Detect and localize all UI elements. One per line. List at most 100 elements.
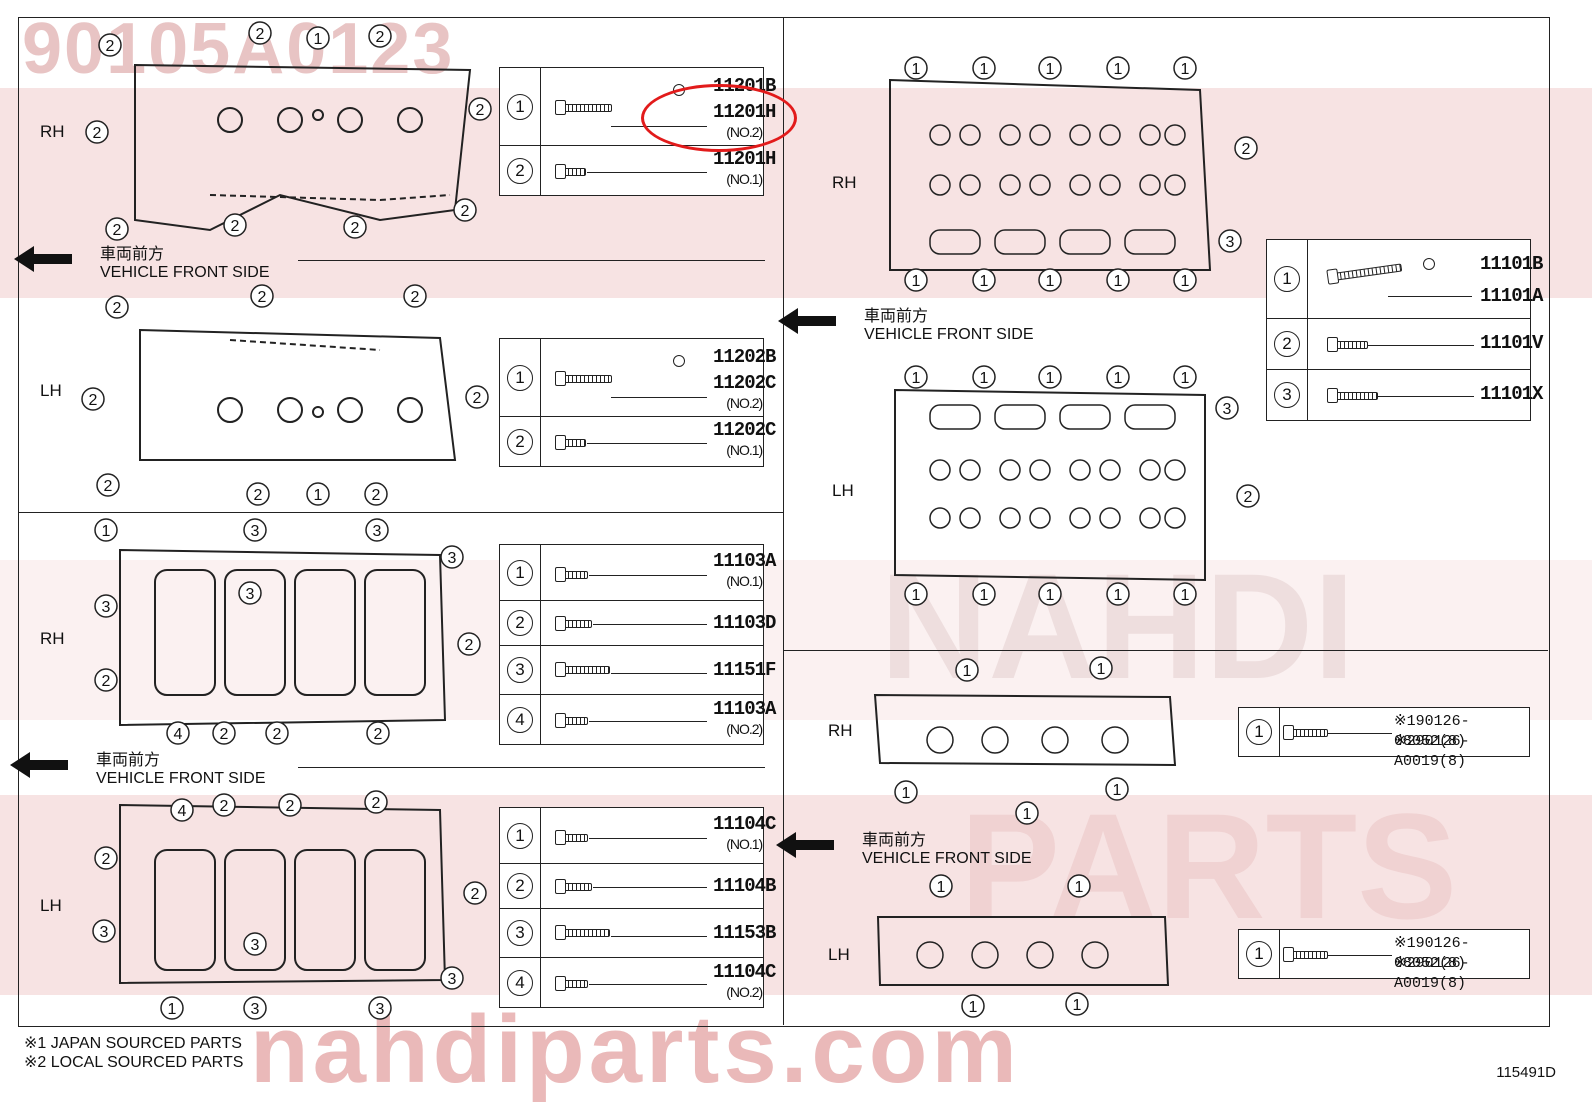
- vertical-divider: [783, 17, 784, 1025]
- leader-line: [589, 721, 707, 722]
- svg-text:2: 2: [465, 637, 474, 654]
- svg-text:2: 2: [89, 392, 98, 409]
- bolt-icon: [555, 616, 592, 631]
- leader-line: [611, 673, 707, 674]
- callout-number: 1: [1246, 719, 1272, 745]
- bolt-icon: [555, 976, 588, 991]
- callout-number: 1: [507, 822, 533, 849]
- bolt-icon: [555, 925, 610, 940]
- leader-line: [587, 172, 707, 173]
- part-number: 11103D: [713, 612, 776, 634]
- svg-text:1: 1: [980, 370, 989, 387]
- svg-text:1: 1: [1181, 273, 1190, 290]
- washer-icon: [673, 355, 685, 367]
- part-number: 11104C(NO.1): [713, 813, 776, 852]
- callout-number: 2: [507, 157, 533, 184]
- part-number: 11202C(NO.2): [713, 372, 776, 411]
- callout-number: 1: [1246, 941, 1272, 967]
- footnote-japan: ※1 JAPAN SOURCED PARTS: [24, 1035, 242, 1052]
- svg-text:1: 1: [912, 61, 921, 78]
- front-arrow-icon: [776, 832, 834, 858]
- svg-text:2: 2: [106, 38, 115, 55]
- footnote-local: ※2 LOCAL SOURCED PARTS: [24, 1054, 244, 1071]
- part-number: 11101X: [1480, 383, 1543, 405]
- leader-line: [589, 984, 707, 985]
- svg-text:4: 4: [178, 803, 187, 820]
- front-label-en: VEHICLE FRONT SIDE: [864, 326, 1034, 343]
- leader-line: [611, 397, 707, 398]
- svg-text:1: 1: [1046, 273, 1055, 290]
- bolt-icon: [555, 567, 588, 582]
- svg-text:2: 2: [220, 798, 229, 815]
- leader-line: [593, 624, 707, 625]
- head-cover-drawing: 2 1 2 2 2 2 2 2 2 2 2 2 2 2 2 2 2 1 2: [81, 21, 492, 506]
- part-number: 11104B: [713, 875, 776, 897]
- svg-text:1: 1: [1046, 370, 1055, 387]
- svg-text:1: 1: [1046, 61, 1055, 78]
- front-indicator-bottom-left: 車両前方 VEHICLE FRONT SIDE: [10, 752, 266, 788]
- footnotes: ※1 JAPAN SOURCED PARTS ※2 LOCAL SOURCED …: [24, 1034, 243, 1072]
- leader-line: [1328, 733, 1392, 734]
- front-line: [298, 260, 765, 261]
- bolt-icon: [555, 713, 588, 728]
- part-number: 11101V: [1480, 332, 1543, 354]
- svg-text:1: 1: [168, 1001, 177, 1018]
- callout-number: 1: [1274, 266, 1300, 292]
- left-divider: [18, 512, 783, 513]
- front-indicator-top-right: 車両前方 VEHICLE FRONT SIDE: [778, 308, 1034, 344]
- svg-text:2: 2: [102, 851, 111, 868]
- svg-text:1: 1: [314, 487, 323, 504]
- leader-line: [1388, 296, 1472, 297]
- bolt-icon: [555, 879, 592, 894]
- front-label-en: VEHICLE FRONT SIDE: [96, 770, 266, 787]
- svg-text:3: 3: [448, 550, 457, 567]
- part-number: 11103A(NO.1): [713, 550, 776, 589]
- svg-text:1: 1: [980, 273, 989, 290]
- part-number: 11101A: [1480, 285, 1543, 307]
- svg-text:3: 3: [1223, 401, 1232, 418]
- callout: 2: [248, 21, 272, 45]
- svg-text:3: 3: [100, 924, 109, 941]
- part-number: 11153B: [713, 922, 776, 944]
- svg-text:1: 1: [1181, 587, 1190, 604]
- callout-number: 3: [1274, 382, 1300, 408]
- svg-text:3: 3: [1226, 234, 1235, 251]
- svg-text:1: 1: [1023, 806, 1032, 823]
- front-arrow-icon: [778, 308, 836, 334]
- svg-text:2: 2: [372, 795, 381, 812]
- bolt-icon: [1327, 337, 1368, 352]
- svg-text:2: 2: [113, 300, 122, 317]
- stud-icon: [1283, 947, 1328, 962]
- svg-text:1: 1: [1075, 879, 1084, 896]
- bolt-icon: [555, 435, 586, 450]
- bolt-icon: [1335, 263, 1403, 281]
- leader-line: [589, 575, 707, 576]
- watermark-band: [0, 560, 1592, 720]
- part-number: 11103A(NO.2): [713, 698, 776, 737]
- leader-line: [1378, 396, 1474, 397]
- svg-text:2: 2: [471, 886, 480, 903]
- front-label-jp: 車両前方: [96, 752, 161, 769]
- watermark-brand-1: NAHDI: [880, 542, 1355, 710]
- callout-number: 3: [507, 920, 533, 946]
- front-label-jp: 車両前方: [100, 246, 165, 263]
- part-number: 11101B: [1480, 253, 1543, 275]
- svg-text:2: 2: [473, 390, 482, 407]
- outer-frame: [18, 17, 1550, 1027]
- svg-text:3: 3: [251, 1001, 260, 1018]
- svg-text:1: 1: [1097, 661, 1106, 678]
- svg-text:1: 1: [1114, 61, 1123, 78]
- svg-text:2: 2: [102, 673, 111, 690]
- callout-number: 2: [507, 873, 533, 899]
- svg-text:1: 1: [980, 587, 989, 604]
- svg-text:1: 1: [912, 273, 921, 290]
- svg-text:3: 3: [102, 599, 111, 616]
- side-label-lh: LH: [832, 481, 854, 500]
- front-label-en: VEHICLE FRONT SIDE: [862, 850, 1032, 867]
- front-indicator-top-left: 車両前方 VEHICLE FRONT SIDE: [14, 246, 270, 282]
- callout-number: 4: [507, 706, 533, 733]
- side-label-rh: RH: [40, 122, 65, 141]
- svg-text:2: 2: [376, 29, 385, 46]
- svg-text:2: 2: [273, 726, 282, 743]
- bolt-icon: [555, 371, 612, 386]
